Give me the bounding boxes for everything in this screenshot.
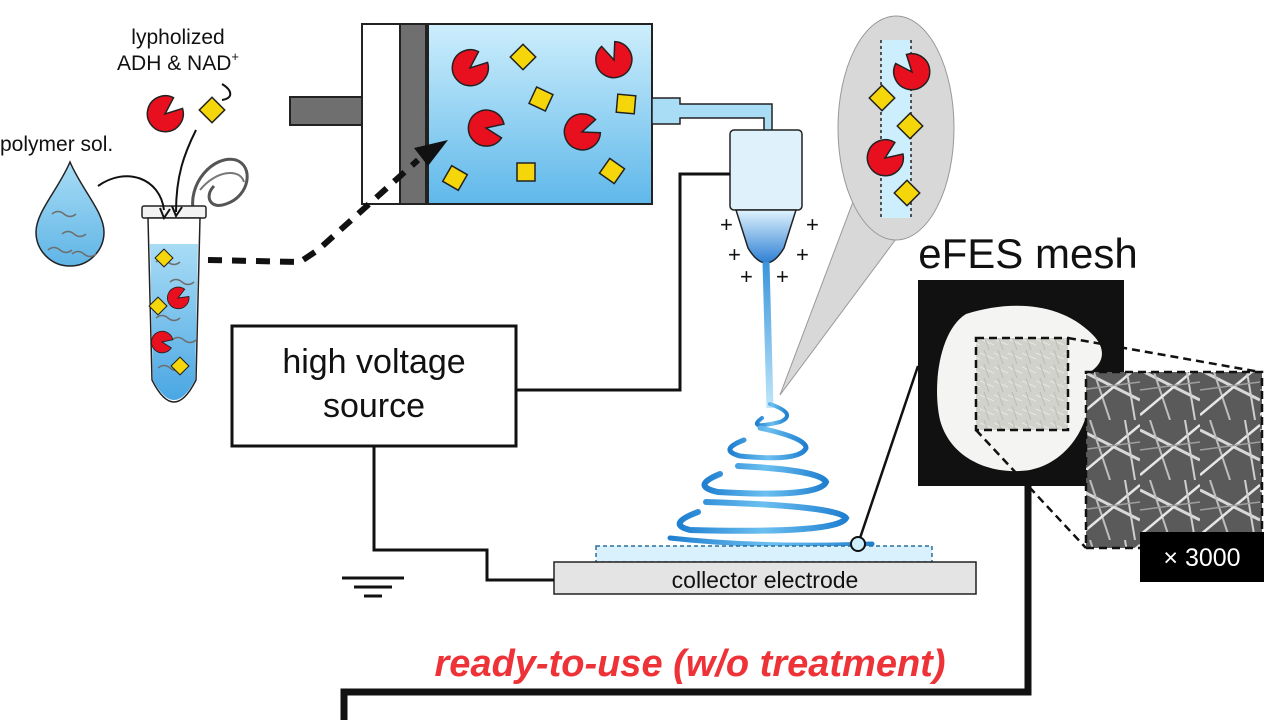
cofactor-icon xyxy=(516,162,536,182)
polymer-label: polymer sol. xyxy=(0,133,113,156)
collector-electrode: collector electrode xyxy=(553,545,977,595)
zoom-bubble xyxy=(779,15,955,396)
charge-sign: + xyxy=(796,242,809,267)
spinneret: + + + + + + xyxy=(720,129,819,409)
sem-image xyxy=(1084,370,1264,550)
cofactor-icon xyxy=(615,93,637,115)
enzyme-icon xyxy=(139,88,191,140)
ready-to-use: ready-to-use (w/o treatment) xyxy=(340,486,1032,720)
hv-label-line2: source xyxy=(323,387,425,425)
deposited-mesh xyxy=(595,545,933,563)
ready-label: ready-to-use (w/o treatment) xyxy=(435,643,946,685)
magnification-label: × 3000 xyxy=(1163,544,1240,572)
tube-liquid xyxy=(150,244,198,400)
wiring xyxy=(342,172,730,598)
efes-mesh: eFES mesh × 3000 xyxy=(918,230,1264,582)
fiber-jet xyxy=(762,261,774,409)
ready-connector xyxy=(340,486,1032,720)
sample-point xyxy=(850,536,866,552)
plunger-head xyxy=(399,23,427,205)
charge-sign: + xyxy=(728,242,741,267)
lyophilized-label-line2: ADH & NAD+ xyxy=(117,49,239,75)
charge-sign: + xyxy=(720,212,733,237)
cofactor-icon xyxy=(198,96,226,124)
sample-link xyxy=(850,365,920,552)
tube-cap-loop xyxy=(191,157,249,215)
taylor-cone xyxy=(734,209,798,264)
transfer-arrow xyxy=(207,140,448,266)
arrow-head-icon xyxy=(414,140,448,166)
hv-label-line1: high voltage xyxy=(282,343,465,381)
syringe xyxy=(289,23,773,205)
syringe-tip xyxy=(651,97,773,135)
polymer-drop: polymer sol. xyxy=(0,133,113,267)
charges: + + + + + + xyxy=(720,212,819,289)
magnification-badge xyxy=(1140,532,1264,582)
efes-label: eFES mesh xyxy=(918,230,1137,277)
whipping-spiral xyxy=(667,402,875,548)
collector-plate xyxy=(553,561,977,595)
water-drop-icon xyxy=(35,160,105,267)
lyophilized-label-line1: lypholized xyxy=(131,26,224,49)
charge-sign: + xyxy=(806,212,819,237)
nozzle-body xyxy=(729,129,803,211)
charge-sign: + xyxy=(740,264,753,289)
high-voltage-source: high voltage source xyxy=(230,324,518,448)
mesh-zoom-area xyxy=(974,336,1070,432)
charge-sign: + xyxy=(776,264,789,289)
collector-label: collector electrode xyxy=(672,567,859,593)
reagents: lypholized ADH & NAD+ xyxy=(117,26,239,140)
process-arrows xyxy=(97,83,232,221)
